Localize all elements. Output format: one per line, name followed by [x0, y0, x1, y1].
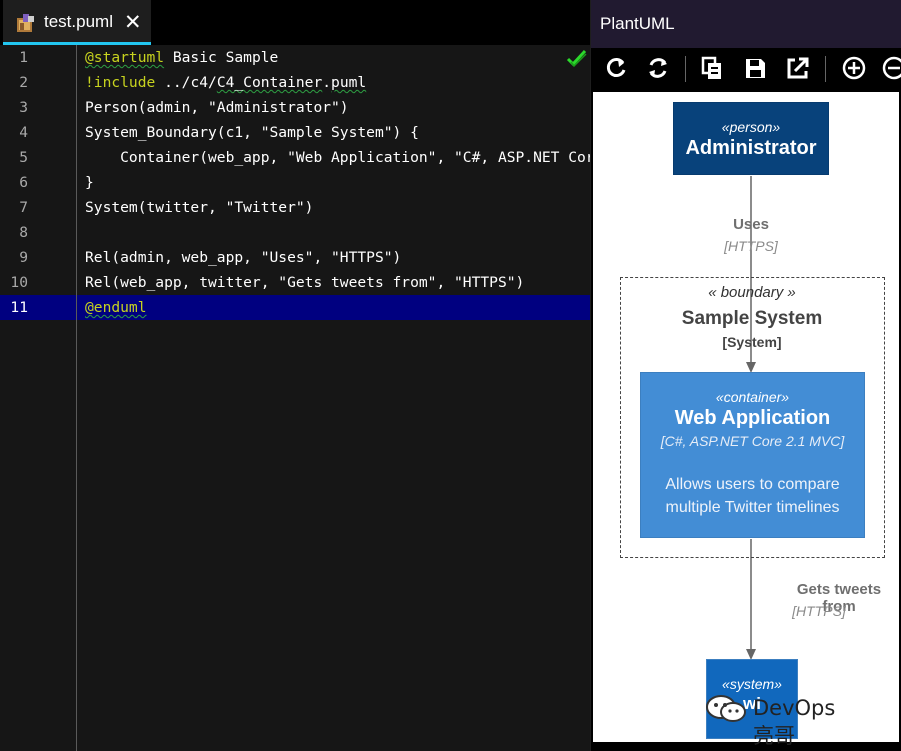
code-line[interactable]: 5 Container(web_app, "Web Application", … — [0, 145, 590, 170]
line-text: System(twitter, "Twitter") — [85, 195, 313, 220]
code-line[interactable]: 8 — [0, 220, 590, 245]
line-number: 1 — [19, 49, 28, 66]
line-number: 2 — [19, 74, 28, 91]
system-stereotype: «system» — [722, 676, 782, 692]
close-icon[interactable]: ✕ — [124, 10, 142, 34]
check-icon — [566, 49, 587, 68]
sync-icon[interactable] — [645, 55, 671, 81]
code-line[interactable]: 2 !include ../c4/C4_Container.puml — [0, 70, 590, 95]
boundary-stereotype: « boundary » — [708, 284, 796, 301]
zoom-out-icon[interactable] — [881, 55, 901, 81]
code-token: Basic Sample — [164, 49, 279, 66]
container-tech: [C#, ASP.NET Core 2.1 MVC] — [660, 433, 845, 449]
code-token: @enduml — [85, 299, 147, 316]
boundary-type: [System] — [722, 334, 782, 350]
diagram-canvas[interactable]: «person» Administrator Uses [HTTPS] « bo… — [593, 92, 899, 742]
code-line-active[interactable]: 11 @enduml — [0, 295, 590, 320]
code-line[interactable]: 7 System(twitter, "Twitter") — [0, 195, 590, 220]
line-text: Container(web_app, "Web Application", "C… — [85, 145, 590, 170]
container-desc-line1: Allows users to compare — [665, 476, 840, 493]
code-line[interactable]: 10 Rel(web_app, twitter, "Gets tweets fro… — [0, 270, 590, 295]
code-token: Rel(web_app, twitter, "Gets tweets from"… — [85, 274, 525, 291]
person-administrator[interactable]: «person» Administrator — [673, 102, 829, 175]
code-token: puml — [331, 74, 367, 91]
line-text: } — [85, 170, 94, 195]
person-name: Administrator — [685, 137, 817, 159]
code-line[interactable]: 1 @startuml Basic Sample — [0, 45, 590, 70]
code-token: } — [85, 174, 94, 191]
code-area[interactable]: 1 @startuml Basic Sample 2 !include ../c4/C… — [0, 45, 590, 751]
rel-uses-label: Uses — [733, 216, 769, 233]
code-token: System(twitter, "Twitter") — [85, 199, 314, 216]
line-text: @startuml Basic Sample — [85, 45, 278, 70]
line-text: System_Boundary(c1, "Sample System") { — [85, 120, 419, 145]
line-text: Person(admin, "Administrator") — [85, 95, 349, 120]
toolbar-separator — [825, 56, 826, 82]
line-text: @enduml — [85, 295, 147, 320]
line-number: 3 — [19, 99, 28, 116]
preview-toolbar — [591, 48, 901, 90]
code-token: Person(admin, "Administrator") — [85, 99, 349, 116]
line-number: 11 — [10, 299, 28, 316]
toolbar-separator — [685, 56, 686, 82]
gutter-divider — [76, 45, 77, 751]
panel-header: PlantUML — [591, 0, 901, 48]
line-number: 4 — [19, 124, 28, 141]
system-boundary: « boundary » Sample System [System] — [620, 277, 885, 558]
code-line[interactable]: 3 Person(admin, "Administrator") — [0, 95, 590, 120]
code-token: Rel(admin, web_app, "Uses", "HTTPS") — [85, 249, 402, 266]
boundary-name: Sample System — [681, 308, 823, 329]
code-token: C4_Container — [216, 74, 323, 91]
person-stereotype: «person» — [721, 119, 781, 135]
code-token: !include — [85, 74, 156, 91]
tab-label: test.puml — [44, 12, 113, 31]
code-token: @startuml — [85, 49, 165, 66]
copy-icon[interactable] — [699, 55, 725, 81]
container-stereotype: «container» — [715, 389, 790, 405]
container-desc-line2: multiple Twitter timelines — [665, 499, 840, 516]
code-line[interactable]: 4 System_Boundary(c1, "Sample System") { — [0, 120, 590, 145]
open-external-icon[interactable] — [785, 55, 811, 81]
wechat-icon — [706, 695, 746, 722]
rel-tweets-tech: [HTTPS] — [792, 603, 846, 619]
system-name: wi — [743, 694, 761, 713]
code-token: Container(web_app, "Web Application", "C… — [120, 149, 590, 166]
panel-title: PlantUML — [600, 14, 675, 33]
code-token: ../c4/ — [155, 74, 217, 91]
code-token: . — [322, 74, 332, 91]
watermark-text: DevOps亮哥 — [753, 696, 836, 748]
code-line[interactable]: 6} — [0, 170, 590, 195]
line-text: Rel(admin, web_app, "Uses", "HTTPS") — [85, 245, 401, 270]
refresh-icon[interactable] — [603, 55, 629, 81]
line-number: 5 — [19, 149, 28, 166]
code-editor[interactable]: test.puml ✕ 1 @startuml Basic Sample 2 !inc… — [0, 0, 590, 751]
editor-tab-bar: test.puml ✕ — [0, 0, 590, 45]
save-icon[interactable] — [742, 55, 768, 81]
line-number: 9 — [19, 249, 28, 266]
code-line[interactable]: 9 Rel(admin, web_app, "Uses", "HTTPS") — [0, 245, 590, 270]
line-text: !include ../c4/C4_Container.puml — [85, 70, 366, 95]
puml-file-icon — [17, 14, 34, 32]
container-web-application[interactable]: «container» Web Application [C#, ASP.NET… — [640, 372, 865, 538]
line-number: 8 — [19, 224, 28, 241]
code-token: System_Boundary(c1, "Sample System") { — [85, 124, 419, 141]
plantuml-preview-panel: PlantUML — [591, 0, 901, 751]
rel-uses-tech: [HTTPS] — [724, 238, 778, 254]
container-name: Web Application — [674, 407, 831, 429]
zoom-in-icon[interactable] — [841, 55, 867, 81]
rel-tweets-label: Gets tweets from — [796, 581, 882, 615]
line-text: Rel(web_app, twitter, "Gets tweets from"… — [85, 270, 524, 295]
line-number: 6 — [19, 174, 28, 191]
line-number: 10 — [10, 274, 28, 291]
line-number: 7 — [19, 199, 28, 216]
editor-tab[interactable]: test.puml ✕ — [3, 0, 151, 45]
